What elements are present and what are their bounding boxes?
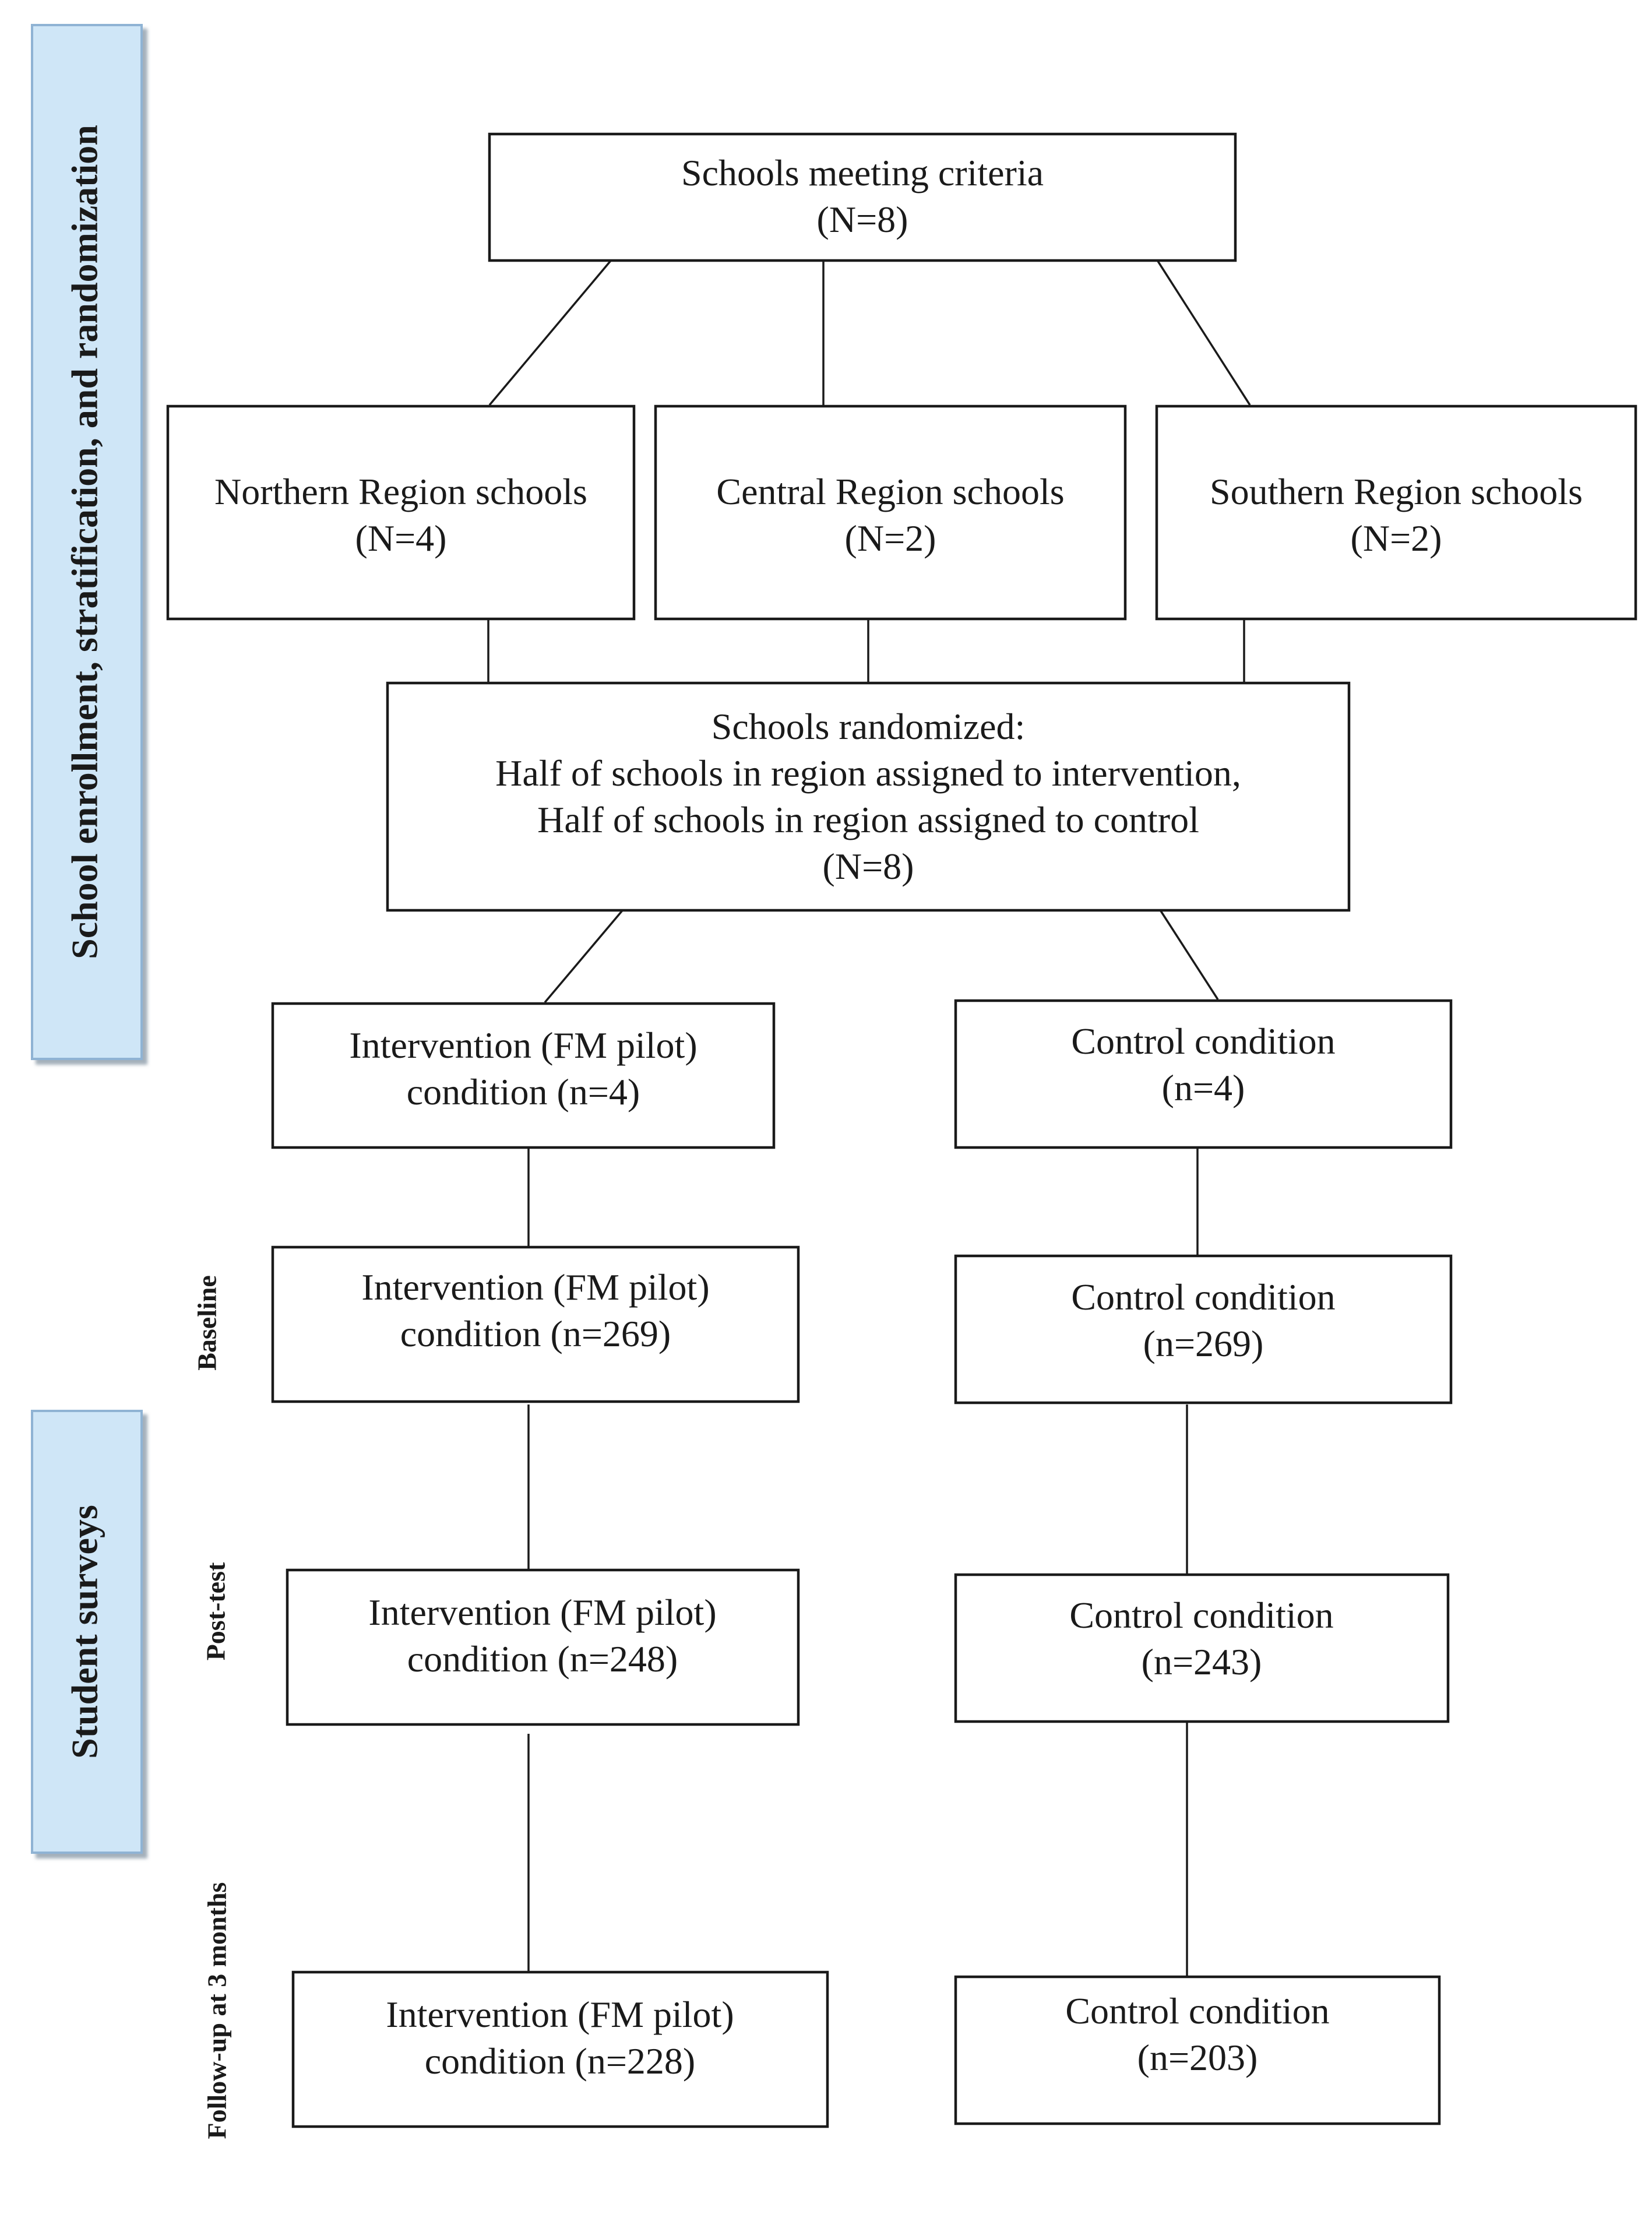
node-line: Northern Region schools xyxy=(214,471,587,512)
node-line: Control condition xyxy=(1071,1020,1335,1062)
connectors xyxy=(487,258,1251,1976)
phase-label-posttest: Post-test xyxy=(201,1562,231,1660)
node-line: (N=4) xyxy=(355,518,447,559)
side-label-surveys-text: Student surveys xyxy=(64,1505,105,1759)
node-control-followup: Control condition (n=203) xyxy=(954,1975,1441,2125)
node-intervention-posttest-text: Intervention (FM pilot) condition (n=248) xyxy=(368,1592,716,1680)
node-line: Southern Region schools xyxy=(1210,471,1583,512)
node-line: condition (n=4) xyxy=(407,1071,640,1113)
edge-randomized-control xyxy=(1158,909,1219,1000)
node-line: Control condition xyxy=(1069,1594,1333,1636)
node-randomized: Schools randomized: Half of schools in re… xyxy=(386,681,1351,912)
node-line: Intervention (FM pilot) xyxy=(349,1025,697,1066)
node-northern: Northern Region schools (N=4) xyxy=(166,404,636,621)
node-line: Control condition xyxy=(1065,1990,1329,2032)
node-central-text: Central Region schools (N=2) xyxy=(716,471,1064,559)
node-control-baseline-text: Control condition (n=269) xyxy=(1071,1276,1335,1364)
node-line: Half of schools in region assigned to co… xyxy=(537,799,1199,840)
node-line: (N=8) xyxy=(823,846,914,887)
phase-label-baseline: Baseline xyxy=(192,1275,222,1371)
node-control-posttest: Control condition (n=243) xyxy=(954,1573,1450,1723)
node-intervention-condition: Intervention (FM pilot) condition (n=4) xyxy=(271,1002,776,1149)
node-northern-text: Northern Region schools (N=4) xyxy=(214,471,587,559)
node-control-condition-text: Control condition (n=4) xyxy=(1071,1020,1335,1108)
node-southern-text: Southern Region schools (N=2) xyxy=(1210,471,1583,559)
node-line: Control condition xyxy=(1071,1276,1335,1318)
node-line: Schools meeting criteria xyxy=(681,152,1044,193)
edge-randomized-intervention xyxy=(544,908,625,1004)
node-intervention-followup-text: Intervention (FM pilot) condition (n=228) xyxy=(386,1994,734,2082)
node-randomized-text: Schools randomized: Half of schools in re… xyxy=(495,706,1241,887)
node-line: condition (n=269) xyxy=(400,1313,671,1354)
node-intervention-baseline-text: Intervention (FM pilot) condition (n=269) xyxy=(361,1266,709,1354)
node-intervention-condition-text: Intervention (FM pilot) condition (n=4) xyxy=(349,1025,697,1113)
edge-criteria-northern xyxy=(488,258,613,406)
node-line: (n=4) xyxy=(1162,1067,1245,1108)
node-line: (n=269) xyxy=(1143,1323,1264,1364)
side-label-surveys: Student surveys xyxy=(31,1410,143,1854)
side-label-enrollment: School enrollment, stratification, and r… xyxy=(31,24,143,1060)
node-central: Central Region schools (N=2) xyxy=(654,404,1127,621)
node-control-posttest-text: Control condition (n=243) xyxy=(1069,1594,1333,1683)
node-line: condition (n=248) xyxy=(407,1638,678,1680)
node-criteria-text: Schools meeting criteria (N=8) xyxy=(681,152,1044,240)
node-intervention-baseline: Intervention (FM pilot) condition (n=269) xyxy=(271,1245,800,1403)
node-control-followup-text: Control condition (n=203) xyxy=(1065,1990,1329,2078)
node-line: Intervention (FM pilot) xyxy=(361,1266,709,1308)
node-line: (n=203) xyxy=(1137,2037,1258,2078)
node-intervention-followup: Intervention (FM pilot) condition (n=228) xyxy=(291,1970,829,2128)
node-control-baseline: Control condition (n=269) xyxy=(954,1254,1453,1405)
node-intervention-posttest: Intervention (FM pilot) condition (n=248) xyxy=(286,1568,800,1726)
node-line: (N=2) xyxy=(845,518,936,559)
node-control-condition: Control condition (n=4) xyxy=(954,999,1453,1149)
node-line: Intervention (FM pilot) xyxy=(368,1592,716,1633)
node-line: Central Region schools xyxy=(716,471,1064,512)
edge-criteria-southern xyxy=(1156,259,1251,406)
node-line: condition (n=228) xyxy=(425,2040,695,2082)
node-line: (N=2) xyxy=(1351,518,1442,559)
node-line: Half of schools in region assigned to in… xyxy=(495,752,1241,794)
node-line: Intervention (FM pilot) xyxy=(386,1994,734,2035)
node-criteria: Schools meeting criteria (N=8) xyxy=(488,132,1237,262)
node-line: Schools randomized: xyxy=(711,706,1026,747)
phase-label-followup: Follow-up at 3 months xyxy=(202,1882,232,2139)
node-line: (n=243) xyxy=(1142,1641,1262,1683)
side-label-enrollment-text: School enrollment, stratification, and r… xyxy=(64,125,105,959)
node-southern: Southern Region schools (N=2) xyxy=(1155,404,1637,621)
node-line: (N=8) xyxy=(817,199,908,240)
